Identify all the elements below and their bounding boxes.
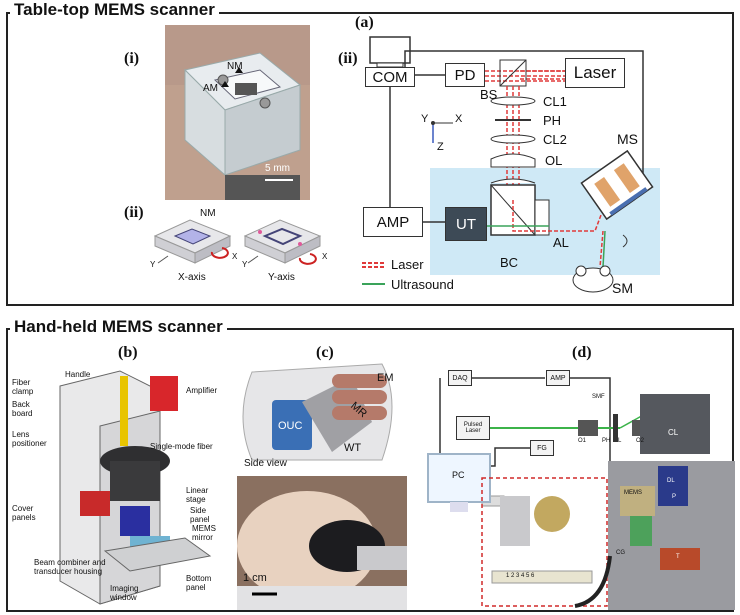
ut-box: UT xyxy=(445,207,487,241)
d-daq-box: DAQ xyxy=(448,370,472,386)
axis-fig-y2-label: Y xyxy=(242,260,248,269)
axis-z-label: Z xyxy=(437,141,444,153)
d-p-label: P xyxy=(672,494,677,500)
cl1-label: CL1 xyxy=(543,94,567,109)
axis-fig-x2-label: X xyxy=(322,252,328,261)
d-ph-label: PH xyxy=(602,438,611,444)
d-smf-label: SMF xyxy=(592,394,605,400)
al-label: AL xyxy=(553,235,569,250)
c-wt-label: WT xyxy=(344,442,362,454)
axis-fig-nm-label: NM xyxy=(200,208,216,219)
bottom-section-title: Hand-held MEMS scanner xyxy=(10,317,227,337)
d-o1-label: O1 xyxy=(578,438,587,444)
d-t-label: T xyxy=(676,554,680,560)
b-beam-combiner-label: Beam combiner and transducer housing xyxy=(34,558,106,576)
b-imaging-window-label: Imaging window xyxy=(110,584,139,602)
c-side-view-label: Side view xyxy=(244,458,287,469)
y-axis-caption: Y-axis xyxy=(268,272,295,283)
b-bottom-panel-label: Bottom panel xyxy=(186,574,212,592)
b-amplifier-label: Amplifier xyxy=(186,386,218,395)
com-box: COM xyxy=(365,67,415,87)
d-fg-box: FG xyxy=(530,440,554,456)
b-handle-label: Handle xyxy=(65,370,91,379)
top-section-frame xyxy=(6,12,734,306)
b-single-mode-fiber-label: Single-mode fiber xyxy=(150,442,213,451)
pd-box: PD xyxy=(445,63,485,87)
mems-scanner-photo: NM AM 5 mm xyxy=(165,25,310,200)
cl2-label: CL2 xyxy=(543,132,567,147)
axis-y-label: Y xyxy=(421,113,429,125)
x-axis-caption: X-axis xyxy=(178,272,206,283)
d-l-label: L xyxy=(618,438,622,444)
ph-label: PH xyxy=(543,113,562,128)
photo-am-label: AM xyxy=(203,83,218,94)
probe-hand-photo: 1 cm xyxy=(237,476,407,610)
ol-label: OL xyxy=(545,153,563,168)
amp-box: AMP xyxy=(363,207,423,237)
d-cg-label: CG xyxy=(616,550,625,556)
axis-fig-x1-label: X xyxy=(232,252,238,261)
b-cover-panels-label: Cover panels xyxy=(12,504,36,522)
legend-laser-label: Laser xyxy=(391,257,424,272)
laser-box: Laser xyxy=(565,58,625,88)
panel-d-label: (d) xyxy=(572,344,592,361)
sm-label: SM xyxy=(612,280,633,296)
d-cl-label: CL xyxy=(668,428,679,437)
mems-axis-figure: NM Y X Y X X-axis Y-axis xyxy=(150,208,330,288)
b-back-board-label: Back board xyxy=(12,400,33,418)
d-dl-label: DL xyxy=(667,478,675,484)
panel-a-i-label: (i) xyxy=(124,50,140,67)
system-diagram: COM PD Laser AMP UT BS CL1 PH CL2 OL MS … xyxy=(355,35,725,300)
axis-fig-y1-label: Y xyxy=(150,260,156,269)
photo-nm-label: NM xyxy=(227,61,243,72)
panel-b-label: (b) xyxy=(118,344,138,361)
axis-x-label: X xyxy=(455,113,463,125)
d-ruler-label: 1 2 3 4 5 6 xyxy=(506,573,535,579)
panel-a-ii-diagram-label: (ii) xyxy=(338,50,358,67)
d-mems-label: MEMS xyxy=(624,490,642,496)
bc-label: BC xyxy=(500,255,519,270)
b-mems-mirror-label: MEMS mirror xyxy=(192,524,216,542)
handheld-cad-drawing: Handle Fiber clamp Back board Amplifier … xyxy=(10,366,235,610)
handheld-system-schematic: DAQ AMP Pulsed Laser FG PC SMF O1 PH L O… xyxy=(410,366,735,610)
d-o2-label: O2 xyxy=(636,438,645,444)
bs-label: BS xyxy=(480,87,498,102)
d-pulsed-laser-box: Pulsed Laser xyxy=(456,416,490,440)
b-side-panel-label: Side panel xyxy=(190,506,210,524)
d-amp-box: AMP xyxy=(546,370,570,386)
b-linear-stage-label: Linear stage xyxy=(186,486,209,504)
panel-a-label: (a) xyxy=(355,14,374,31)
ms-label: MS xyxy=(617,131,638,147)
b-fiber-clamp-label: Fiber clamp xyxy=(12,378,34,396)
c-scale-label: 1 cm xyxy=(243,572,267,584)
c-ouc-label: OUC xyxy=(278,420,303,432)
panel-c-label: (c) xyxy=(316,344,334,361)
panel-a-ii-label: (ii) xyxy=(124,204,144,221)
legend-ultrasound-label: Ultrasound xyxy=(391,277,454,292)
b-lens-positioner-label: Lens positioner xyxy=(12,430,47,448)
photo-scale-label: 5 mm xyxy=(265,163,290,174)
d-pc-label: PC xyxy=(452,470,465,480)
probe-side-view-render: EM MR OUC WT Side view xyxy=(232,362,407,472)
c-em-label: EM xyxy=(377,372,394,384)
top-section-title: Table-top MEMS scanner xyxy=(10,0,219,20)
